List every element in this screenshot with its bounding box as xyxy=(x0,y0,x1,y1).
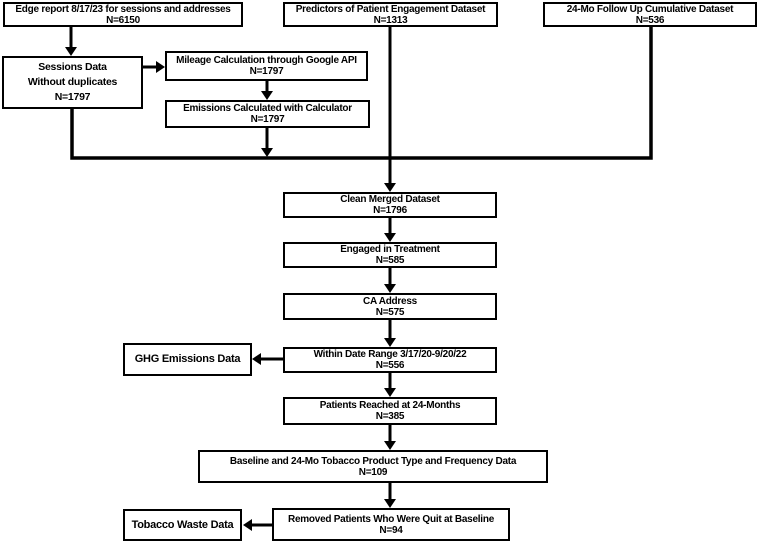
box-within-range-title: Within Date Range 3/17/20-9/20/22 xyxy=(313,349,467,360)
box-edge-report: Edge report 8/17/23 for sessions and add… xyxy=(3,2,243,27)
box-patients-reached-count: N=385 xyxy=(375,411,405,422)
arrowheads xyxy=(65,47,396,531)
box-predictors: Predictors of Patient Engagement Dataset… xyxy=(283,2,498,27)
box-emissions-count: N=1797 xyxy=(250,114,285,125)
box-followup-title: 24-Mo Follow Up Cumulative Dataset xyxy=(566,3,734,15)
box-emissions: Emissions Calculated with Calculator N=1… xyxy=(165,100,370,128)
box-edge-report-count: N=6150 xyxy=(106,14,140,26)
box-baseline-tobacco-title: Baseline and 24-Mo Tobacco Product Type … xyxy=(229,455,517,467)
box-mileage-count: N=1797 xyxy=(249,66,284,77)
box-sessions-count: N=1797 xyxy=(54,91,91,103)
box-baseline-tobacco: Baseline and 24-Mo Tobacco Product Type … xyxy=(198,450,548,483)
box-engaged-title: Engaged in Treatment xyxy=(340,244,440,255)
box-patients-reached-title: Patients Reached at 24-Months xyxy=(319,400,461,411)
box-tobacco-waste-data-title: Tobacco Waste Data xyxy=(131,518,234,531)
box-ca-address-title: CA Address xyxy=(363,295,417,307)
box-ghg-emissions-data: GHG Emissions Data xyxy=(123,343,252,376)
box-predictors-count: N=1313 xyxy=(373,14,408,26)
merge-rail xyxy=(70,27,653,160)
box-emissions-title: Emissions Calculated with Calculator xyxy=(183,103,352,114)
box-ca-address: CA Address N=575 xyxy=(283,293,497,320)
box-clean-merged-count: N=1796 xyxy=(373,205,407,216)
box-followup: 24-Mo Follow Up Cumulative Dataset N=536 xyxy=(543,2,757,27)
box-baseline-tobacco-count: N=109 xyxy=(358,466,388,478)
box-sessions: Sessions Data Without duplicates N=1797 xyxy=(2,56,143,109)
box-mileage: Mileage Calculation through Google API N… xyxy=(165,51,368,81)
box-removed-quit-count: N=94 xyxy=(379,524,403,536)
box-engaged: Engaged in Treatment N=585 xyxy=(283,242,497,268)
box-predictors-title: Predictors of Patient Engagement Dataset xyxy=(295,3,486,15)
box-removed-quit-title: Removed Patients Who Were Quit at Baseli… xyxy=(287,513,495,525)
box-within-range: Within Date Range 3/17/20-9/20/22 N=556 xyxy=(283,347,497,373)
box-followup-count: N=536 xyxy=(635,14,665,26)
box-sessions-subtitle: Without duplicates xyxy=(27,76,118,88)
box-patients-reached: Patients Reached at 24-Months N=385 xyxy=(283,397,497,425)
box-clean-merged: Clean Merged Dataset N=1796 xyxy=(283,192,497,218)
box-clean-merged-title: Clean Merged Dataset xyxy=(340,194,440,205)
box-edge-report-title: Edge report 8/17/23 for sessions and add… xyxy=(15,3,231,15)
box-engaged-count: N=585 xyxy=(375,255,405,266)
box-ca-address-count: N=575 xyxy=(375,306,405,318)
box-mileage-title: Mileage Calculation through Google API xyxy=(176,55,357,66)
box-within-range-count: N=556 xyxy=(375,360,405,371)
box-sessions-title: Sessions Data xyxy=(38,61,107,73)
box-ghg-emissions-data-title: GHG Emissions Data xyxy=(134,353,241,365)
box-tobacco-waste-data: Tobacco Waste Data xyxy=(123,509,242,541)
box-removed-quit: Removed Patients Who Were Quit at Baseli… xyxy=(272,508,510,541)
